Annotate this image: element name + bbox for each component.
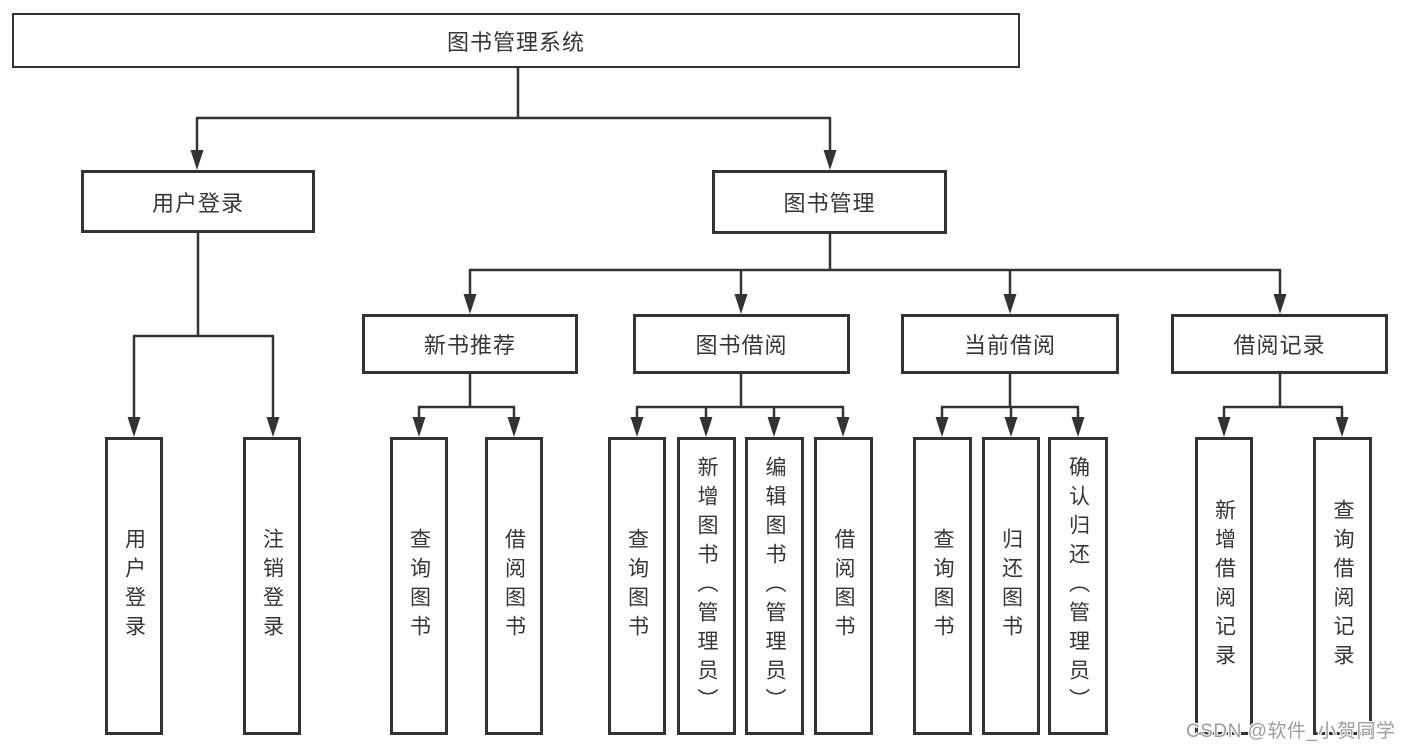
leaf-bb-add-book-admin: 新增图书（管理员） (677, 437, 736, 735)
connector-book-mgmt-to-level3 (463, 234, 1287, 314)
csdn-watermark: CSDN @软件_小贺同学 (1186, 721, 1396, 742)
node-new-book-recommend: 新书推荐 (362, 314, 578, 374)
node-book-management: 图书管理 (712, 170, 947, 234)
connector-user-login-to-leaves (127, 233, 280, 437)
leaf-bb-query-book: 查询图书 (608, 437, 666, 735)
connector-current-borrow-to-leaves (935, 374, 1085, 437)
leaf-nbr-borrow-book: 借阅图书 (485, 437, 543, 735)
leaf-nbr-query-book: 查询图书 (390, 437, 448, 735)
leaf-br-add-record: 新增借阅记录 (1195, 437, 1253, 735)
connector-root-to-level2 (190, 67, 837, 170)
leaf-logout: 注销登录 (243, 437, 301, 735)
connector-book-borrow-to-leaves (630, 374, 850, 437)
node-root-system: 图书管理系统 (12, 13, 1020, 68)
leaf-user-login: 用户登录 (105, 437, 163, 735)
leaf-bb-edit-book-admin: 编辑图书（管理员） (745, 437, 804, 735)
leaf-bb-borrow-book: 借阅图书 (814, 437, 873, 735)
leaf-cb-query-book: 查询图书 (913, 437, 972, 735)
leaf-cb-return-book: 归还图书 (982, 437, 1040, 735)
node-book-borrow: 图书借阅 (633, 314, 850, 374)
node-borrow-record: 借阅记录 (1171, 314, 1388, 374)
connector-new-book-rec-to-leaves (412, 374, 521, 437)
leaf-cb-confirm-return-admin: 确认归还（管理员） (1048, 437, 1108, 735)
node-current-borrow: 当前借阅 (901, 314, 1119, 374)
leaf-br-query-record: 查询借阅记录 (1313, 437, 1372, 735)
node-user-login: 用户登录 (81, 170, 315, 233)
connector-borrow-record-to-leaves (1217, 374, 1349, 437)
